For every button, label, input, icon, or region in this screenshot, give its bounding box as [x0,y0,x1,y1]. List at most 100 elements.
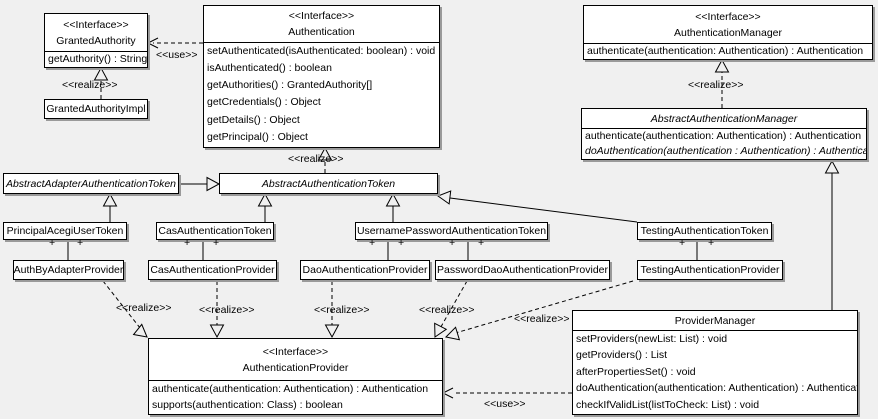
class-AuthByAdapterProvider[interactable]: AuthByAdapterProvider [13,260,124,280]
class-CasAuthenticationProvider[interactable]: CasAuthenticationProvider [148,260,277,280]
class-name: AbstractAdapterAuthenticationToken [5,177,177,190]
edge-use [441,387,572,399]
class-Authentication[interactable]: <<Interface>>Authentication setAuthentica… [203,5,440,148]
edge-use [146,37,203,49]
class-DaoAuthenticationProvider[interactable]: DaoAuthenticationProvider [300,260,430,280]
class-name: ProviderManager [674,314,756,327]
class-name: AbstractAuthenticationManager [650,112,798,125]
class-name: AuthenticationProvider [242,361,349,374]
class-header: AbstractAuthenticationToken [220,174,437,193]
edge-stereotype-label: <<realize>> [62,79,118,91]
multiplicity-label: + [213,237,220,249]
method-label: checkIfValidList(listToCheck: List) : vo… [576,398,760,411]
method-compartment: getAuthority() : String [45,52,147,66]
stereotype-label: <<Interface>> [288,10,355,22]
hollow-triangle-arrowhead-icon [324,324,340,339]
edge-generalization [824,159,840,310]
multiplicity-label: + [398,237,405,249]
edge-generalization [436,190,638,223]
class-header: TestingAuthenticationProvider [638,261,782,279]
edge-realize [317,146,333,173]
method-label: setProviders(newList: List) : void [576,333,728,345]
class-ProviderManager[interactable]: ProviderManager setProviders(newList: Lis… [572,310,858,415]
class-header: AbstractAdapterAuthenticationToken [4,174,178,193]
class-AbstractAdapterAuthenticationToken[interactable]: AbstractAdapterAuthenticationToken [3,173,179,194]
class-name: UsernamePasswordAuthenticationToken [356,225,547,237]
class-name: TestingAuthenticationProvider [640,264,780,276]
method-compartment: setAuthenticated(isAuthenticated: boolea… [204,43,439,146]
class-header: <<Interface>>AuthenticationProvider [149,339,442,381]
stereotype-label: <<Interface>> [63,18,129,31]
class-header: TestingAuthenticationToken [638,223,771,239]
class-GrantedAuthorityImpl[interactable]: GrantedAuthorityImpl [44,99,148,119]
class-TestingAuthenticationProvider[interactable]: TestingAuthenticationProvider [637,260,783,280]
class-PasswordDaoAuthenticationProvider[interactable]: PasswordDaoAuthenticationProvider [435,260,610,280]
method-compartment: authenticate(authentication: Authenticat… [582,129,866,158]
method-label: getCredentials() : Object [207,96,321,109]
class-header: ProviderManager [573,311,857,331]
method-label: authenticate(authentication: Authenticat… [152,383,429,395]
method-label: doAuthentication(authentication : Authen… [585,144,866,157]
method-label: isAuthenticated() : boolean [207,62,332,75]
method-label: afterPropertiesSet() : void [576,365,696,378]
class-name: AbstractAuthenticationToken [261,177,396,190]
edge-realize [93,66,109,99]
class-name: PrincipalAcegiUserToken [6,225,124,237]
class-header: CasAuthenticationToken [157,223,273,239]
method-label: getDetails() : Object [207,113,300,126]
method-label: setAuthenticated(isAuthenticated: boolea… [207,45,436,57]
class-CasAuthenticationToken[interactable]: CasAuthenticationToken [156,222,274,240]
edge-stereotype-label: <<use>> [484,398,526,410]
multiplicity-label: + [478,237,485,249]
multiplicity-label: + [184,237,191,249]
class-header: PasswordDaoAuthenticationProvider [436,261,609,279]
edge-realize [434,280,468,338]
edge-generalization [179,176,221,192]
open-arrowhead-icon [146,37,159,49]
method-label: authenticate(authentication: Authenticat… [585,130,862,142]
class-AuthenticationProvider[interactable]: <<Interface>>AuthenticationProvider authe… [148,338,443,415]
edge-generalization [102,192,118,222]
method-label: getPrincipal() : Object [207,130,308,143]
hollow-triangle-arrowhead-icon [436,190,452,205]
edge-stereotype-label: <<realize>> [116,302,172,314]
class-name: CasAuthenticationProvider [150,264,275,276]
class-AbstractAuthenticationToken[interactable]: AbstractAuthenticationToken [219,173,438,194]
hollow-triangle-arrowhead-icon [257,192,273,207]
class-TestingAuthenticationToken[interactable]: TestingAuthenticationToken [637,222,772,240]
edge-stereotype-label: <<use>> [156,49,198,61]
hollow-triangle-arrowhead-icon [385,192,401,207]
class-header: UsernamePasswordAuthenticationToken [356,223,547,239]
class-AbstractAuthenticationManager[interactable]: AbstractAuthenticationManager authenticat… [581,108,867,160]
multiplicity-label: + [49,237,56,249]
class-header: GrantedAuthorityImpl [45,100,147,118]
open-arrowhead-icon [441,387,454,399]
multiplicity-label: + [77,237,84,249]
class-header: AuthByAdapterProvider [14,261,123,279]
class-name: PasswordDaoAuthenticationProvider [436,264,608,276]
class-PrincipalAcegiUserToken[interactable]: PrincipalAcegiUserToken [3,222,127,240]
edge-realize [324,281,340,339]
hollow-triangle-arrowhead-icon [93,66,109,81]
hollow-triangle-arrowhead-icon [824,159,840,174]
edge-stereotype-label: <<realize>> [314,304,370,316]
class-name: AuthenticationManager [674,26,782,39]
edge-stereotype-label: <<realize>> [419,304,475,316]
class-name: TestingAuthenticationToken [640,225,769,237]
multiplicity-label: + [449,237,456,249]
edge-stereotype-label: <<realize>> [688,79,744,91]
multiplicity-label: + [708,237,715,249]
edge-stereotype-label: <<realize>> [288,153,344,165]
class-name: GrantedAuthorityImpl [46,103,146,115]
method-label: doAuthentication(authentication: Authent… [576,382,857,395]
class-header: <<Interface>>Authentication [204,6,439,43]
method-compartment: authenticate(authentication: Authenticat… [149,381,442,413]
multiplicity-label: + [679,237,686,249]
hollow-triangle-arrowhead-icon [714,58,730,73]
edge-stereotype-label: <<realize>> [514,313,570,325]
method-label: authenticate(authentication: Authenticat… [587,45,864,57]
class-UsernamePasswordAuthenticationToken[interactable]: UsernamePasswordAuthenticationToken [355,222,548,240]
